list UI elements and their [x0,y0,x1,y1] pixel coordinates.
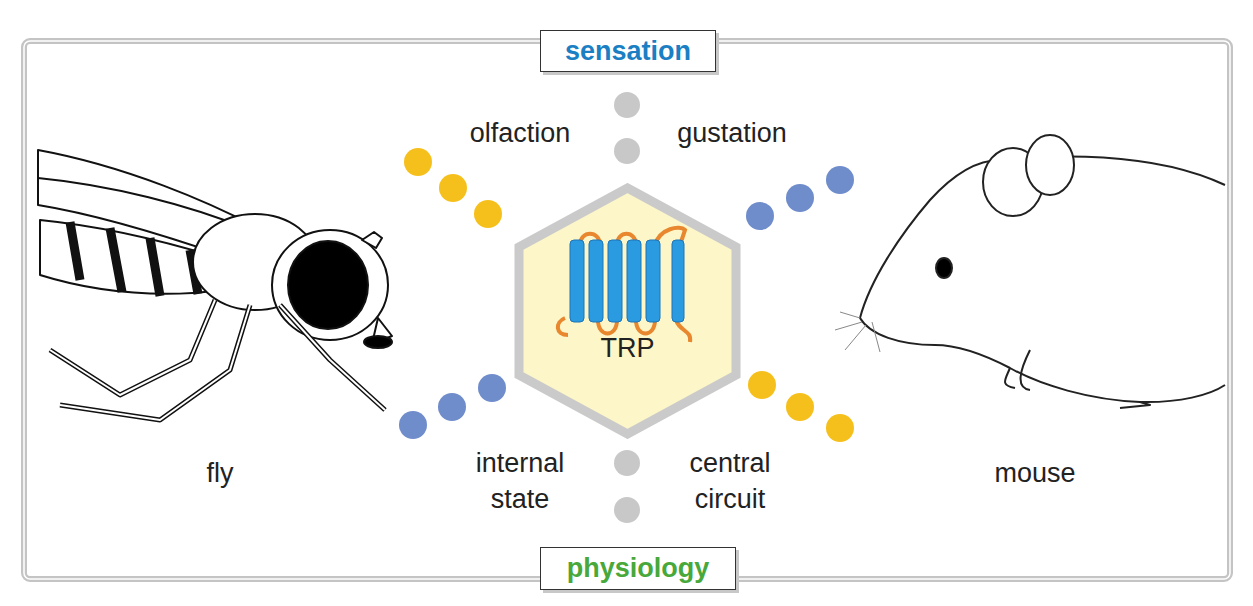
fly-legs [50,300,385,420]
heading-box: sensation [540,30,716,72]
mouse-ear [1026,135,1074,195]
hexagon-outline [514,183,741,439]
dot [786,184,814,212]
helix [646,240,660,322]
dot [748,371,776,399]
fly-antenna [362,232,392,344]
trp-channel-icon [558,228,690,342]
category-label: gustation [652,115,812,151]
dot [614,92,640,118]
dot [438,393,466,421]
helix [608,240,622,322]
heading-box: physiology [540,547,736,590]
fly-legs-inner [50,300,385,420]
organism-label: mouse [955,455,1115,491]
category-label: olfaction [440,115,600,151]
category-label: internal state [445,445,595,517]
mouse-whiskers [835,312,880,352]
abdomen-stripes [70,222,198,296]
dot [826,166,854,194]
fly-eye [288,241,368,329]
dot [478,374,506,402]
hexagon-shape [519,188,736,434]
mouse-paws [1005,350,1150,408]
frame-inner-line [24,41,1230,579]
hexagon-node: TRP [514,183,741,439]
heading-text: physiology [567,553,710,584]
fly-proboscis [364,336,392,348]
dot [786,393,814,421]
dot [826,414,854,442]
organism-label: fly [140,455,300,491]
outer-frame [24,41,1230,579]
category-label: central circuit [655,445,805,517]
node-label: TRP [514,333,741,364]
helix [589,240,603,322]
helix [672,240,684,322]
dot [439,174,467,202]
mouse-drawing [835,135,1225,408]
dot [746,202,774,230]
dot [614,450,640,476]
helix [570,240,584,322]
channel-termini [558,318,690,342]
channel-loops [580,228,685,334]
dot [404,148,432,176]
fly-head [272,230,388,340]
mouse-eye [936,258,952,278]
yellow-dots [404,148,854,442]
fly-drawing [38,150,392,420]
dot [474,200,502,228]
dot [399,411,427,439]
heading-text: sensation [565,36,691,67]
dot [614,497,640,523]
dot [614,138,640,164]
helix [627,240,641,322]
blue-dots [399,166,854,439]
